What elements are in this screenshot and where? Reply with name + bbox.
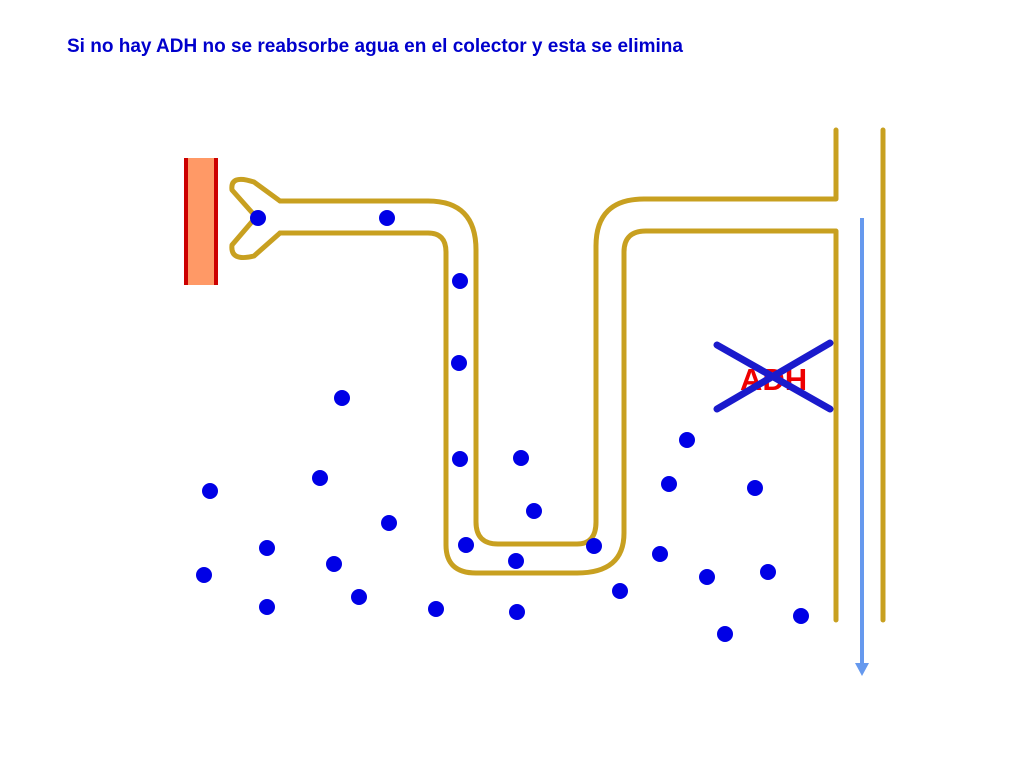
water-molecule [250, 210, 266, 226]
water-molecule [428, 601, 444, 617]
water-molecule [508, 553, 524, 569]
water-molecule [760, 564, 776, 580]
water-molecule [451, 355, 467, 371]
cross-stroke-2 [713, 339, 834, 413]
flow-arrow [855, 218, 869, 676]
water-molecule [717, 626, 733, 642]
tubule-outer-wall [277, 127, 839, 547]
water-molecule [458, 537, 474, 553]
water-molecule [793, 608, 809, 624]
water-molecule [381, 515, 397, 531]
slide-title: Si no hay ADH no se reabsorbe agua en el… [67, 36, 683, 57]
flow-arrow-head [855, 663, 869, 676]
water-molecule [679, 432, 695, 448]
blood-vessel-lumen [186, 158, 216, 285]
water-molecule [326, 556, 342, 572]
water-molecule [509, 604, 525, 620]
water-molecules [196, 210, 809, 642]
water-molecule [259, 540, 275, 556]
water-molecule [699, 569, 715, 585]
water-molecule [351, 589, 367, 605]
water-molecule [202, 483, 218, 499]
water-molecule [196, 567, 212, 583]
water-molecule [379, 210, 395, 226]
water-molecule [652, 546, 668, 562]
water-molecule [334, 390, 350, 406]
water-molecule [513, 450, 529, 466]
tubule-inner-wall [277, 228, 839, 623]
water-molecule [259, 599, 275, 615]
adh-blocked: ADH [713, 339, 834, 413]
water-molecule [312, 470, 328, 486]
water-molecule [452, 273, 468, 289]
blood-vessel [184, 158, 218, 285]
water-molecule [612, 583, 628, 599]
water-molecule [452, 451, 468, 467]
water-molecule [586, 538, 602, 554]
water-molecule [661, 476, 677, 492]
water-molecule [747, 480, 763, 496]
water-molecule [526, 503, 542, 519]
